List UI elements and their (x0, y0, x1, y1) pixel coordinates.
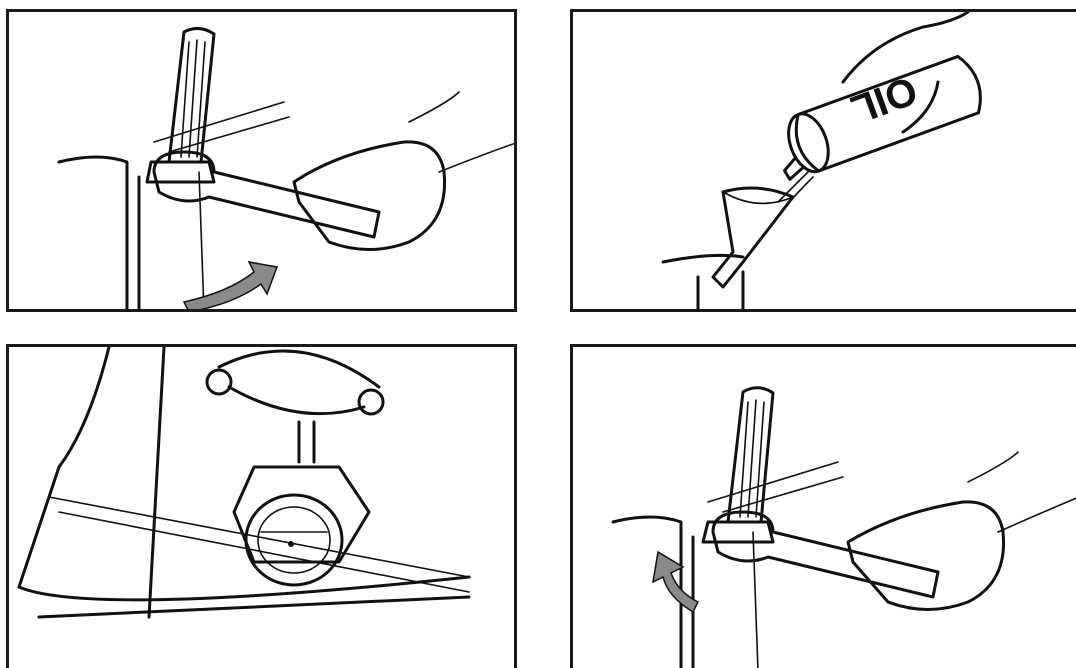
step-3-sight-glass-panel (6, 344, 517, 668)
loosen-arrow-icon (184, 262, 277, 312)
pour-oil-icon: OIL (573, 12, 1076, 312)
step-2-pour-oil-panel: OIL (570, 9, 1076, 312)
oil-sight-glass-icon (9, 347, 517, 668)
oil-label: OIL (845, 67, 923, 131)
loosen-cap-icon (9, 12, 517, 312)
step-1-loosen-cap-panel (6, 9, 517, 312)
step-4-tighten-cap-panel (570, 344, 1076, 668)
tighten-cap-icon (573, 347, 1076, 668)
tighten-arrow-icon (653, 552, 698, 612)
